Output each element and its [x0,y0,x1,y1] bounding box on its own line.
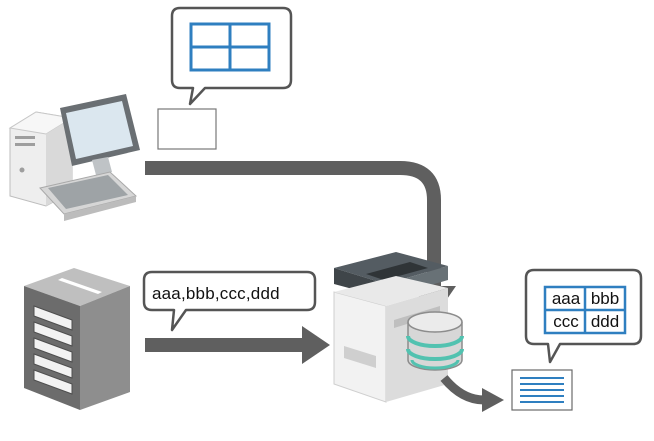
arrowhead-right [302,326,330,364]
flow-arrow-server-to-device [145,338,305,352]
table-bubble [524,268,643,364]
table-cell: aaa [551,289,581,308]
document-icon [511,369,573,411]
grid-form-bubble [170,6,293,106]
desktop-computer-icon [8,94,140,221]
arrowhead-curve [482,388,504,412]
csv-text-bubble [142,270,317,332]
flow-arrow-computer-to-device [145,161,441,290]
csv-text-label: aaa,bbb,ccc,ddd [152,284,280,303]
table-cell: bbb [590,289,620,308]
flow-arrow-device-to-document [440,375,485,405]
table-cell: ccc [553,312,579,331]
server-rack-icon [24,268,130,410]
database-icon [406,311,464,371]
blank-form-sheet [157,108,217,150]
multifunction-printer-icon [333,252,448,403]
table-cell: ddd [590,312,620,331]
